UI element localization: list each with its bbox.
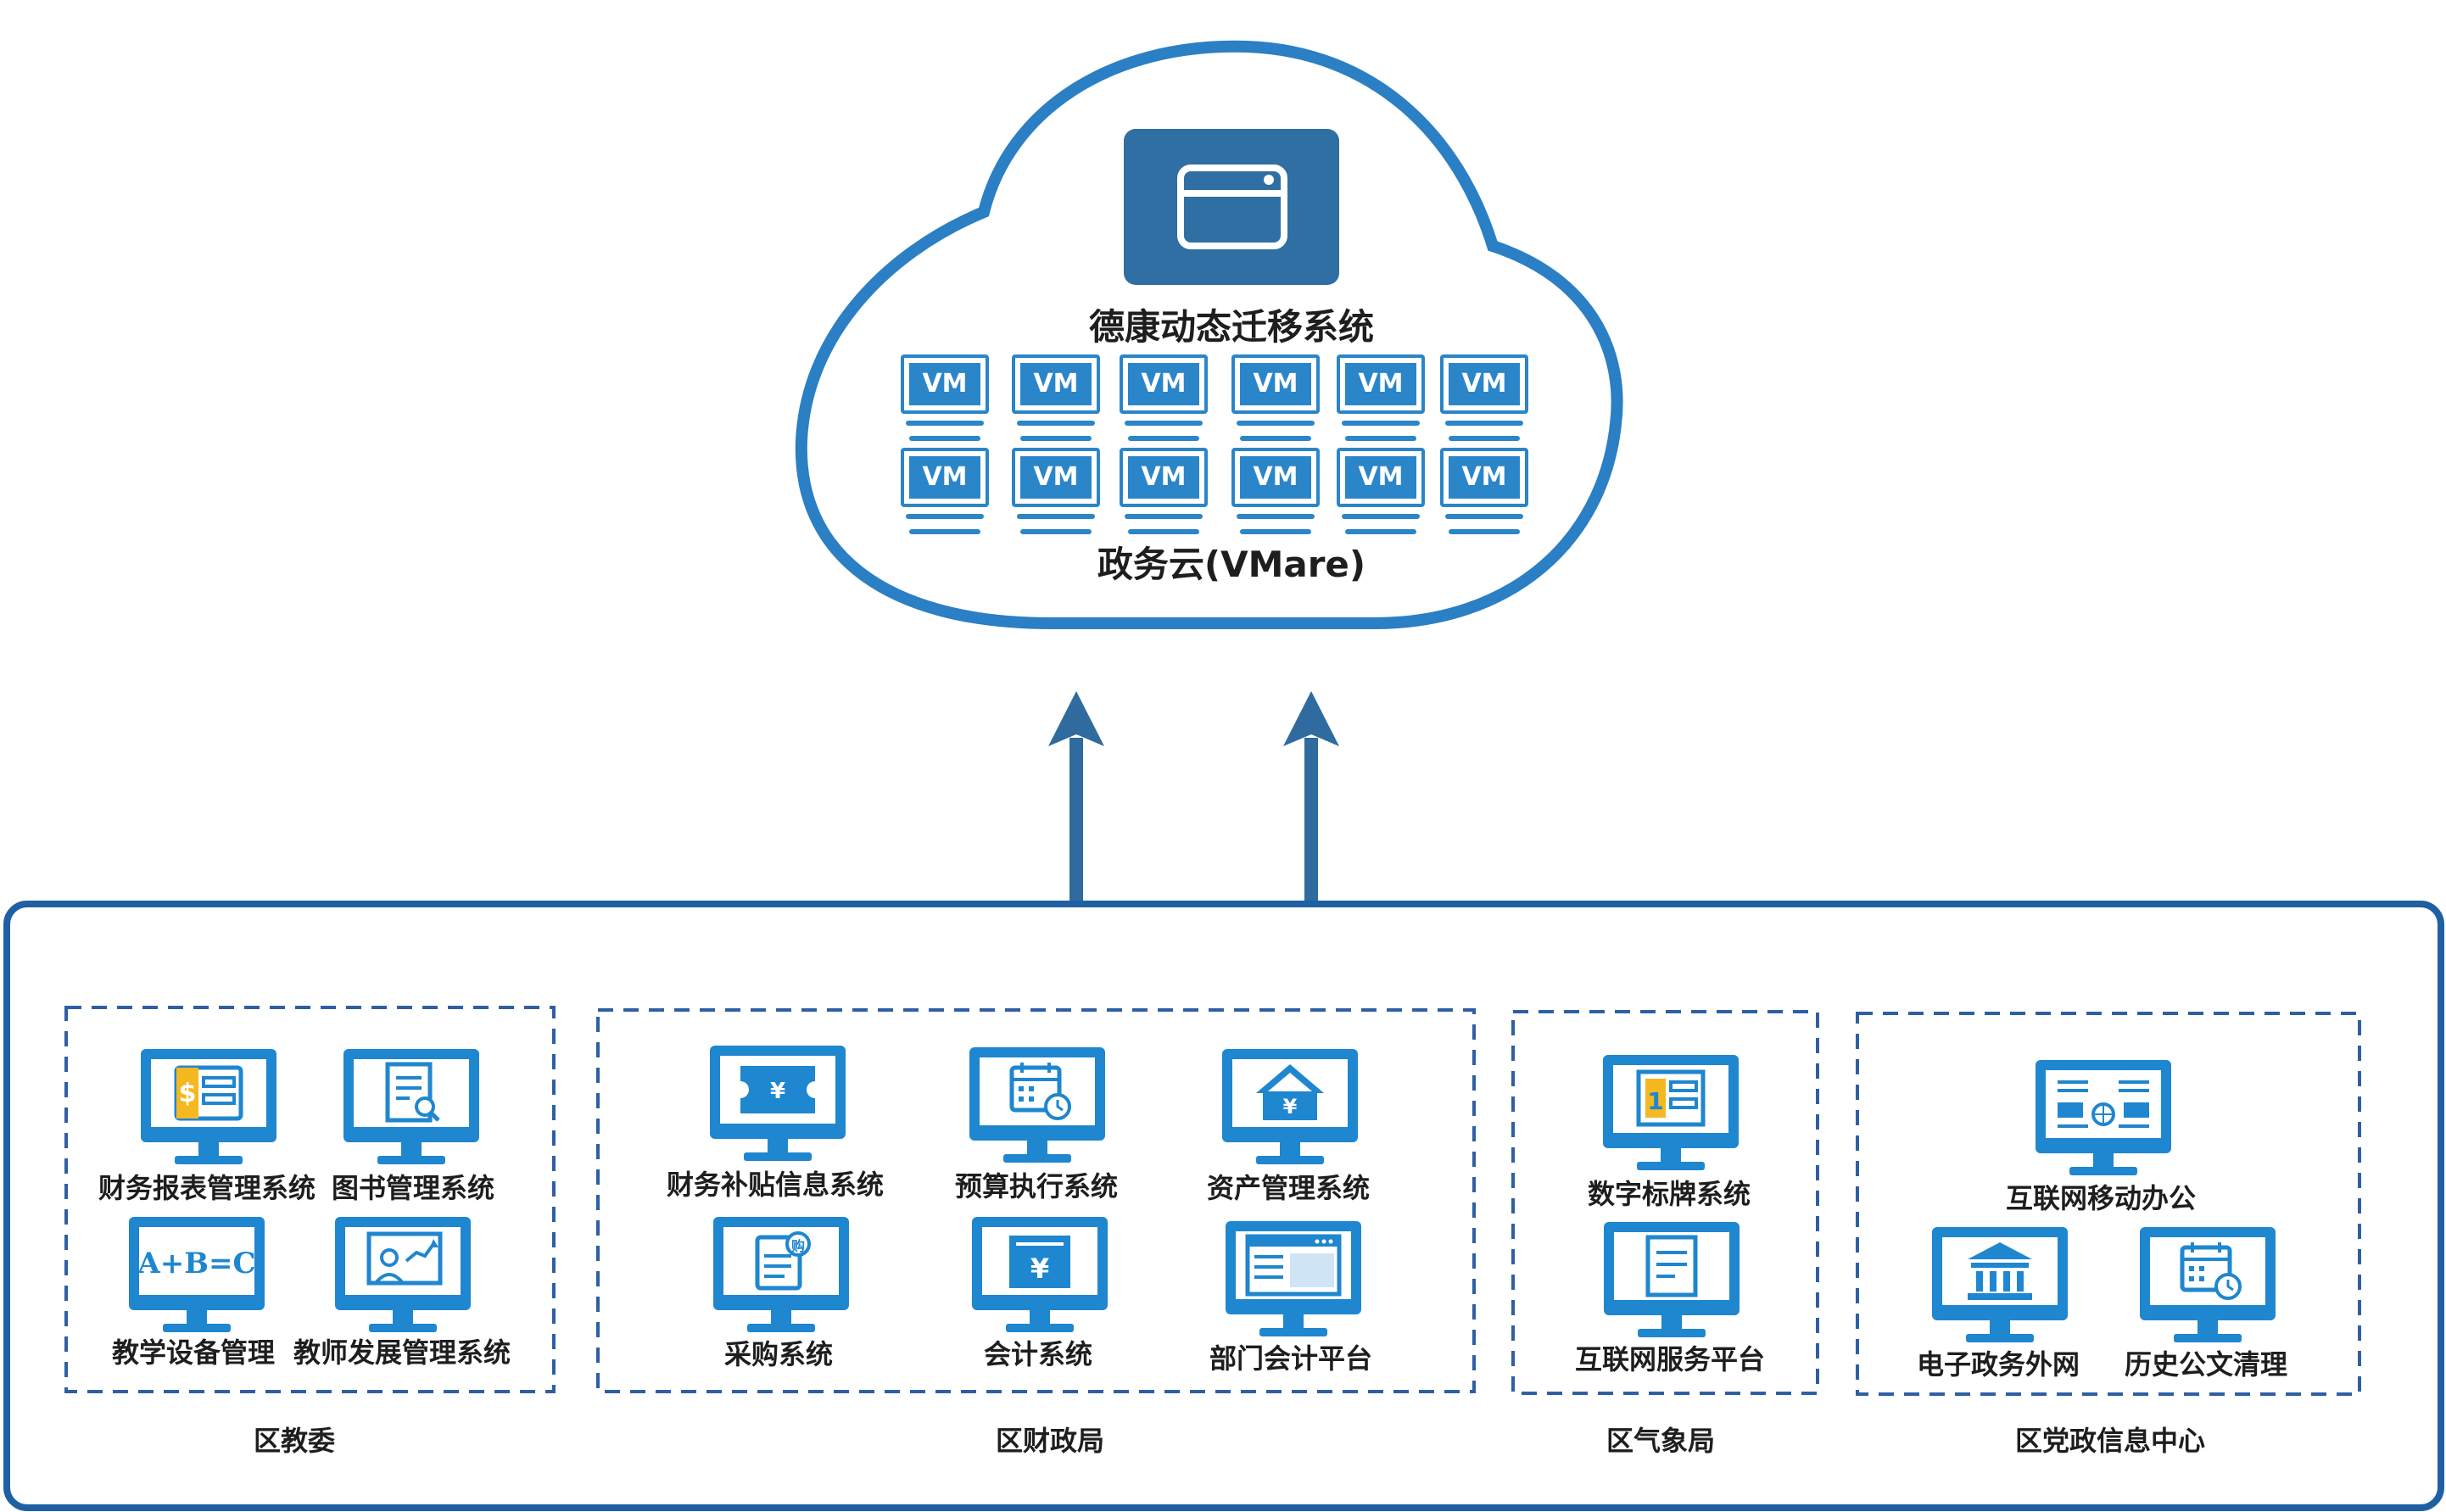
app-label: 财务补贴信息系统 [666,1169,885,1201]
vm-icon: VM [1440,448,1528,541]
app-label: 财务报表管理系统 [98,1172,316,1204]
app-label: 互联网移动办公 [2005,1182,2197,1214]
group-label-education: 区教委 [253,1425,336,1457]
app-label: 资产管理系统 [1206,1172,1371,1204]
window-icon [1177,165,1287,249]
app-monitor[interactable]: A+B=C [129,1217,265,1336]
formula-icon: A+B=C [139,1227,254,1295]
app-monitor[interactable] [335,1217,471,1336]
app-monitor[interactable]: $ [141,1049,276,1168]
subsidy-ticket-icon: ¥ [720,1056,835,1124]
app-label: 历史公文清理 [2124,1348,2288,1381]
purchase-doc-icon: 购 [723,1227,839,1295]
app-label: 教学设备管理 [111,1336,276,1369]
app-monitor[interactable] [2036,1060,2171,1179]
app-monitor[interactable] [2140,1227,2276,1346]
cloud-app-badge [1124,129,1339,285]
group-label-finance: 区财政局 [995,1425,1105,1457]
app-monitor[interactable] [969,1047,1105,1166]
vm-icon: VM [1440,354,1528,448]
app-label: 预算执行系统 [954,1170,1119,1202]
vm-icon: VM [1012,448,1100,541]
web-layout-icon [2046,1070,2161,1138]
svg-text:¥: ¥ [1283,1095,1298,1119]
upload-arrow-right [1283,691,1339,904]
vm-icon: VM [1120,354,1208,448]
app-monitor[interactable] [343,1049,479,1168]
vm-icon: VM [1120,448,1208,541]
app-label: 采购系统 [723,1338,834,1370]
app-label: 会计系统 [983,1338,1093,1370]
group-box-education [64,1006,556,1393]
app-monitor[interactable]: ¥ [972,1217,1108,1336]
app-monitor[interactable]: 购 [713,1217,849,1336]
app-label: 部门会计平台 [1209,1342,1373,1375]
app-monitor[interactable] [1604,1222,1740,1341]
cloud-system-title: 德康动态迁移系统 [1088,306,1375,348]
signage-icon: 1 [1613,1065,1728,1133]
svg-text:购: 购 [791,1238,805,1254]
vm-icon: VM [1012,354,1100,448]
vm-icon: VM [1231,448,1320,541]
app-monitor[interactable]: ¥ [1222,1049,1358,1168]
group-box-info-center [1856,1012,2361,1396]
app-label: 互联网服务平台 [1574,1343,1766,1375]
svg-text:A+B=C: A+B=C [139,1247,254,1280]
teacher-growth-icon [345,1227,461,1295]
vm-icon: VM [1337,354,1425,448]
group-box-finance [596,1008,1476,1393]
document-icon [1614,1232,1729,1300]
vm-icon: VM [1337,448,1425,541]
app-monitor[interactable] [1226,1221,1361,1340]
vm-icon: VM [901,448,989,541]
svg-text:1: 1 [1647,1087,1663,1115]
upload-arrow-left [1048,691,1104,904]
group-box-weather [1511,1010,1819,1395]
app-monitor[interactable]: ¥ [710,1046,846,1164]
cloud-platform-label: 政务云(VMare) [1097,544,1366,585]
calendar-clock-icon [2150,1237,2265,1305]
app-label: 图书管理系统 [331,1172,495,1204]
yen-panel-icon: ¥ [982,1227,1097,1295]
government-building-icon [1942,1237,2058,1305]
app-label: 数字标牌系统 [1587,1178,1751,1210]
departments-container [3,901,2444,1511]
group-label-weather: 区气象局 [1606,1425,1716,1457]
book-search-icon [354,1059,469,1127]
svg-text:¥: ¥ [770,1079,785,1104]
vm-icon: VM [901,354,989,448]
vm-icon: VM [1231,354,1320,448]
calendar-clock-icon [980,1057,1095,1125]
browser-window-icon [1236,1231,1351,1299]
svg-text:$: $ [179,1079,197,1108]
group-label-info-center: 区党政信息中心 [2014,1425,2206,1457]
app-monitor[interactable]: 1 [1603,1055,1739,1174]
app-monitor[interactable] [1932,1227,2068,1346]
svg-text:¥: ¥ [1030,1253,1049,1285]
house-yen-icon: ¥ [1232,1059,1348,1127]
app-label: 教师发展管理系统 [293,1336,511,1369]
app-label: 电子政务外网 [1916,1348,2080,1381]
finance-report-icon: $ [151,1059,266,1127]
